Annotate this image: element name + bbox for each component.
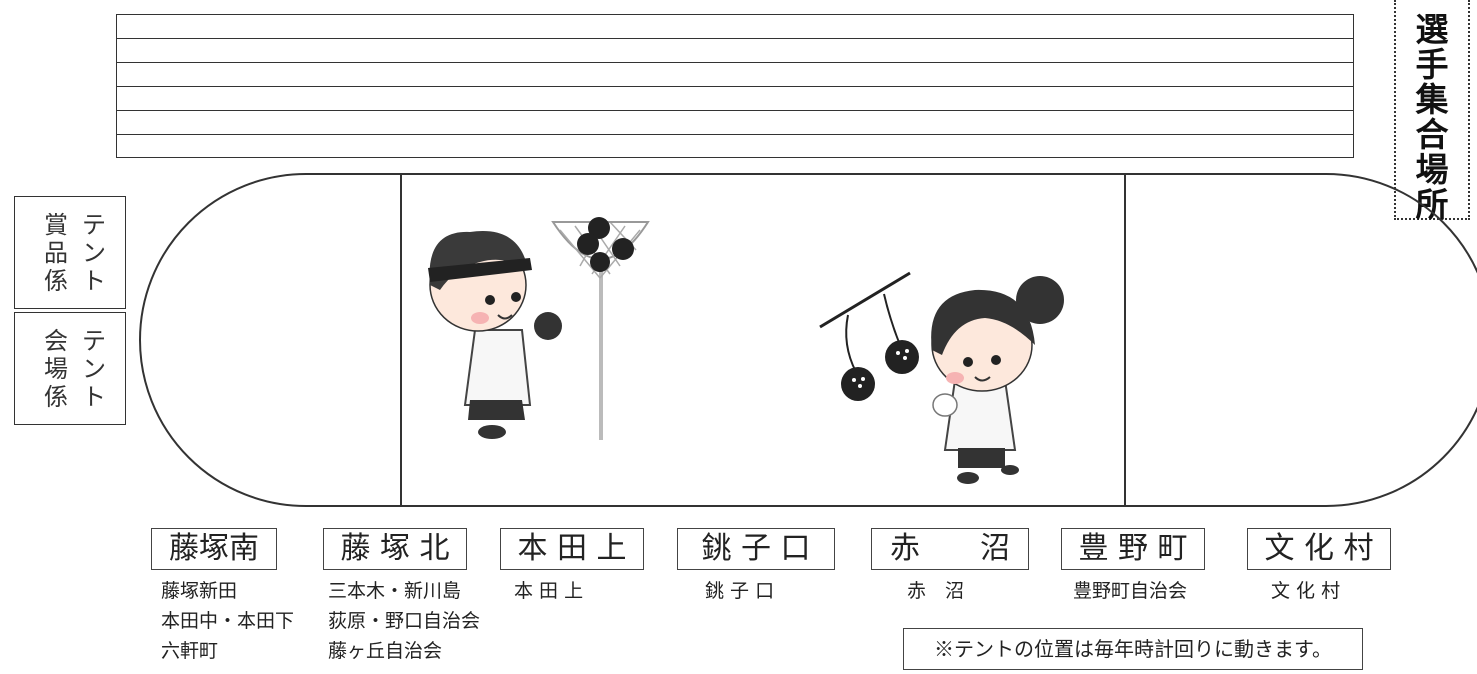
- ball-basket-icon: [551, 217, 650, 440]
- ball-swing-icon: [819, 271, 919, 401]
- team-toyonomachi: 豊 野 町 豊野町自治会: [1061, 528, 1205, 606]
- gathering-char: 合: [1415, 115, 1449, 154]
- tent-char: ト: [82, 267, 106, 295]
- team-label: 銚 子 口: [677, 528, 835, 570]
- tent-char: ン: [82, 355, 106, 383]
- top-tent-area: [116, 14, 1354, 158]
- gathering-char: 選: [1415, 10, 1449, 49]
- team-label: 赤 沼: [871, 528, 1029, 570]
- team-label: 藤塚南: [151, 528, 277, 570]
- team-member: 本 田 上: [514, 580, 584, 602]
- team-label: 豊 野 町: [1061, 528, 1205, 570]
- team-member: 本田中・本田下: [161, 610, 295, 632]
- team-member: 豊野町自治会: [1073, 580, 1188, 602]
- tent-char: テ: [82, 327, 106, 355]
- team-member: 文 化 村: [1271, 580, 1341, 602]
- team-fujitsuka-kita: 藤 塚 北 三本木・新川島 荻原・野口自治会 藤ヶ丘自治会: [323, 528, 480, 666]
- gathering-char: 場: [1415, 150, 1449, 189]
- boy-icon: [428, 231, 562, 439]
- team-fujitsuka-minami: 藤塚南 藤塚新田 本田中・本田下 六軒町: [151, 528, 294, 666]
- team-member: 赤 沼: [907, 580, 965, 602]
- team-member: 藤ヶ丘自治会: [328, 640, 443, 662]
- girl-icon: [931, 276, 1064, 484]
- team-label: 藤 塚 北: [323, 528, 467, 570]
- team-label: 文 化 村: [1247, 528, 1391, 570]
- team-member: 三本木・新川島: [328, 580, 462, 602]
- gathering-char: 手: [1415, 45, 1449, 84]
- team-akanuma: 赤 沼 赤 沼: [871, 528, 1029, 606]
- gathering-char: 集: [1415, 80, 1449, 119]
- tent-char: 賞: [44, 211, 68, 239]
- prize-tent-box: テ ン ト 賞 品 係: [14, 196, 126, 309]
- team-member: 銚 子 口: [705, 580, 775, 602]
- team-member: 荻原・野口自治会: [328, 610, 481, 632]
- tent-char: ト: [82, 383, 106, 411]
- athlete-gathering-area: 選 手 集 合 場 所: [1394, 0, 1470, 222]
- tent-char: テ: [82, 211, 106, 239]
- tent-char: 係: [44, 383, 68, 411]
- track-outline: [139, 173, 1477, 507]
- venue-tent-box: テ ン ト 会 場 係: [14, 312, 126, 425]
- tent-char: 品: [44, 239, 68, 267]
- tent-char: ン: [82, 239, 106, 267]
- tent-char: 係: [44, 267, 68, 295]
- team-honda-kami: 本 田 上 本 田 上: [500, 528, 644, 606]
- team-bunkamura: 文 化 村 文 化 村: [1247, 528, 1391, 606]
- tent-char: 場: [44, 355, 68, 383]
- tent-char: 会: [44, 327, 68, 355]
- rotation-note: ※テントの位置は毎年時計回りに動きます。: [903, 628, 1363, 670]
- team-member: 六軒町: [161, 640, 219, 662]
- team-member: 藤塚新田: [161, 580, 238, 602]
- team-label: 本 田 上: [500, 528, 644, 570]
- team-choshiguchi: 銚 子 口 銚 子 口: [677, 528, 835, 606]
